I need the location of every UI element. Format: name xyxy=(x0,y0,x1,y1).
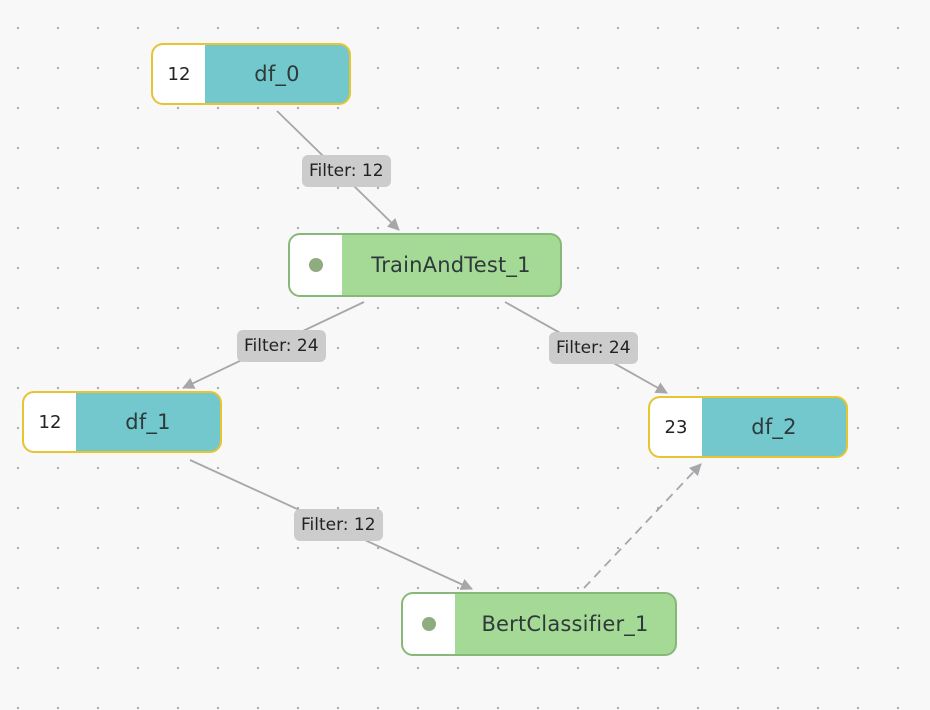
node-count: 12 xyxy=(38,411,62,433)
node-df-1[interactable]: 12 df_1 xyxy=(22,391,222,453)
node-trainandtest-1[interactable]: TrainAndTest_1 xyxy=(288,233,562,297)
node-count: 23 xyxy=(664,416,688,438)
status-dot-icon xyxy=(309,258,323,272)
node-status-badge xyxy=(290,235,342,295)
node-bertclassifier-1[interactable]: BertClassifier_1 xyxy=(401,592,677,656)
node-title: TrainAndTest_1 xyxy=(371,253,531,277)
status-dot-icon xyxy=(422,617,436,631)
node-df-0[interactable]: 12 df_0 xyxy=(151,43,351,105)
node-title: df_2 xyxy=(751,415,797,439)
edge-label-df0-to-trainandtest[interactable]: Filter: 12 xyxy=(302,155,391,187)
edge-label-trainandtest-to-df1[interactable]: Filter: 24 xyxy=(237,330,326,362)
node-df-2[interactable]: 23 df_2 xyxy=(648,396,848,458)
node-title: df_1 xyxy=(125,410,171,434)
node-count-badge: 23 xyxy=(650,398,702,456)
node-count: 12 xyxy=(167,63,191,85)
edge-bertclassifier-to-df2[interactable] xyxy=(583,463,702,589)
edge-label-df1-to-bertclassifier[interactable]: Filter: 12 xyxy=(294,509,383,541)
node-status-badge xyxy=(403,594,455,654)
node-count-badge: 12 xyxy=(153,45,205,103)
node-title: df_0 xyxy=(254,62,300,86)
edge-label-trainandtest-to-df2[interactable]: Filter: 24 xyxy=(549,332,638,364)
node-count-badge: 12 xyxy=(24,393,76,451)
node-title: BertClassifier_1 xyxy=(481,612,649,636)
